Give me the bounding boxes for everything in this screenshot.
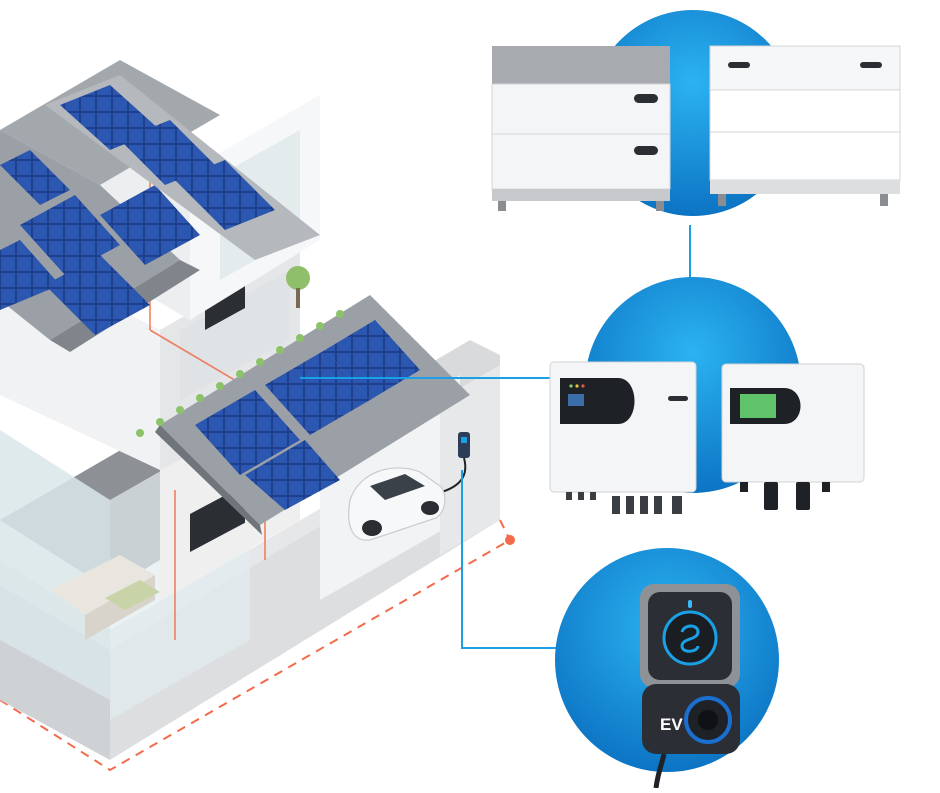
inverter-string [721, 363, 865, 510]
inverter-hybrid-screen [568, 394, 584, 406]
battery-left-status-light [634, 94, 658, 103]
solar-panel-icon [0, 60, 470, 535]
battery-right-logo [860, 62, 882, 68]
battery-right [709, 45, 901, 206]
ev-charger-icon: EV [640, 584, 740, 789]
inverter-hybrid [549, 361, 697, 514]
car-icon [348, 467, 446, 541]
battery-icon [491, 45, 901, 211]
inverter-icon [549, 361, 865, 514]
battery-right-status-light [728, 62, 750, 68]
connector-charger [461, 470, 590, 649]
inverter-string-screen [740, 394, 776, 418]
battery-left [491, 46, 671, 211]
charger-indicator [688, 600, 692, 608]
property-marker [505, 535, 515, 545]
charger-ev-badge: EV [660, 715, 683, 734]
battery-left-status-light-2 [634, 146, 658, 155]
